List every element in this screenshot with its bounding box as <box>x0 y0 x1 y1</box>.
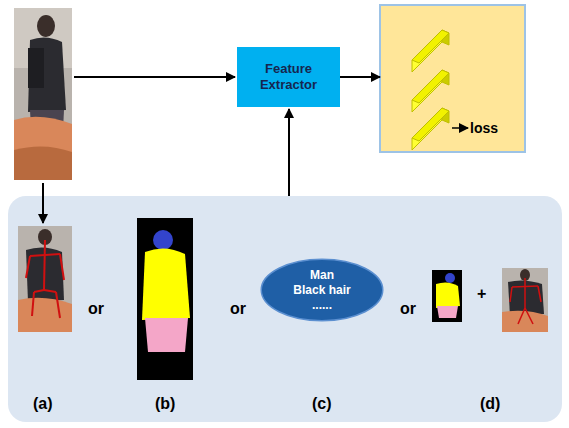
node-text: Feature Extractor <box>241 61 336 93</box>
pose-image <box>18 226 72 332</box>
process-box: Feature Extractor <box>237 47 340 107</box>
up-arrow <box>288 109 290 196</box>
connector-arrow <box>340 76 380 78</box>
parsing-image <box>137 218 193 380</box>
node-text: ...... <box>312 298 332 313</box>
panel-label: (a) <box>33 395 53 413</box>
node-text: Man <box>310 268 334 283</box>
loss-panel: loss <box>380 5 525 152</box>
node-text: Black hair <box>293 283 350 298</box>
node-text: loss <box>470 120 498 136</box>
separator-word: or <box>230 300 246 318</box>
panel-label: (b) <box>155 395 175 413</box>
down-arrow <box>42 183 44 223</box>
loss-panel-fill <box>380 5 525 152</box>
separator-word: or <box>88 300 104 318</box>
panel-label: (c) <box>312 395 332 413</box>
options-panel <box>8 196 562 422</box>
panel-label: (d) <box>480 395 500 413</box>
attribute-ellipse: ManBlack hair...... <box>260 258 384 322</box>
fc-layers <box>412 30 449 150</box>
plus-sign: + <box>477 285 486 303</box>
pose-image-small <box>502 268 548 332</box>
parsing-image-small <box>432 270 462 322</box>
input-arrow <box>74 76 235 78</box>
person-photo <box>14 8 72 180</box>
loss-arrow <box>452 127 468 129</box>
separator-word: or <box>400 300 416 318</box>
